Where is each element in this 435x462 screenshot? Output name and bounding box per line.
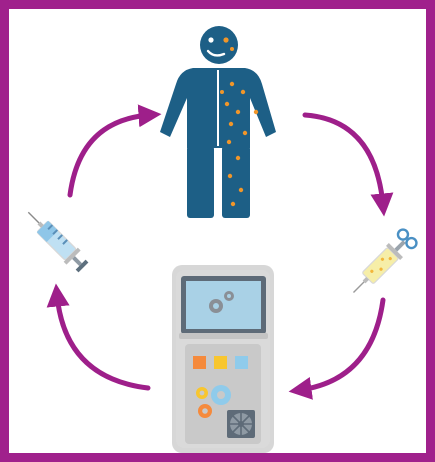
- syringe-sample-icon: [352, 228, 418, 294]
- patient-icon: [160, 26, 276, 218]
- arrow-device-to-return: [46, 283, 151, 391]
- syringe-return-icon: [27, 211, 89, 273]
- arrow-patient-to-sample: [302, 112, 394, 217]
- arrow-sample-to-device: [288, 297, 386, 400]
- arrow-return-to-patient: [67, 104, 162, 198]
- processing-device-icon: [172, 265, 274, 453]
